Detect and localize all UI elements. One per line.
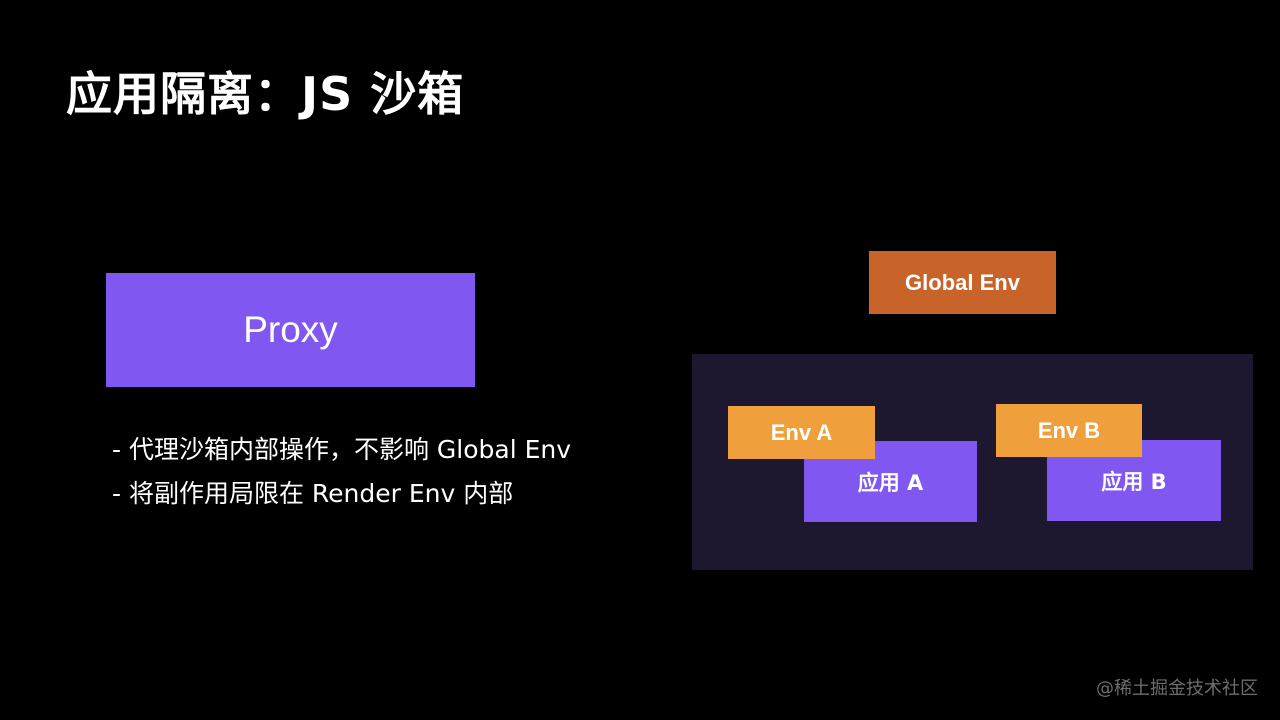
env-b-box: Env B [996, 404, 1142, 457]
env-a-box: Env A [728, 406, 875, 459]
slide-title: 应用隔离：JS 沙箱 [66, 67, 465, 121]
env-b-label: Env B [1037, 417, 1101, 443]
global-env-box: Global Env [869, 251, 1056, 314]
bullet-list: - 代理沙箱内部操作，不影响 Global Env - 将副作用局限在 Rend… [112, 428, 571, 516]
proxy-label: Proxy [243, 309, 338, 350]
global-env-label: Global Env [905, 269, 1020, 295]
app-b-label: 应用 B [1101, 469, 1167, 494]
bullet-item: - 将副作用局限在 Render Env 内部 [112, 479, 514, 508]
app-a-label: 应用 A [857, 470, 924, 495]
env-a-label: Env A [770, 419, 833, 445]
proxy-box: Proxy [106, 273, 475, 387]
bullet-item: - 代理沙箱内部操作，不影响 Global Env [112, 435, 572, 464]
watermark: @稀土掘金技术社区 [1096, 678, 1258, 699]
